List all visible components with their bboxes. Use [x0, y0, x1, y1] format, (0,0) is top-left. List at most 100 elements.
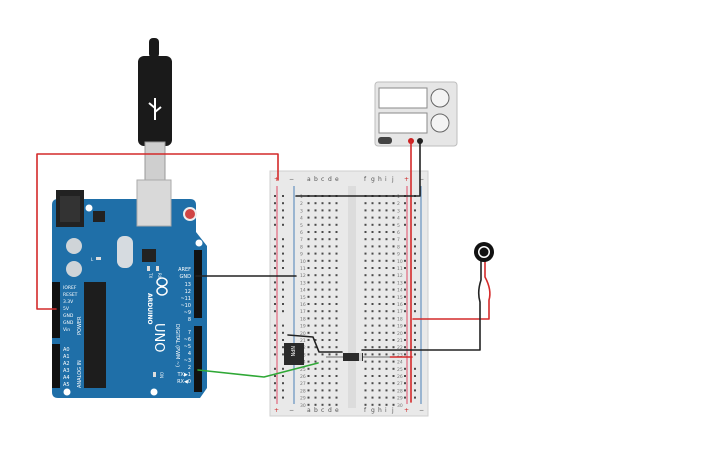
breadboard-hole[interactable] [371, 288, 374, 291]
breadboard-hole[interactable] [404, 346, 406, 349]
breadboard-hole[interactable] [364, 375, 367, 377]
breadboard-hole[interactable] [274, 389, 276, 392]
breadboard-hole[interactable] [385, 223, 388, 226]
breadboard-hole[interactable] [321, 295, 324, 298]
breadboard-hole[interactable] [307, 231, 310, 233]
breadboard-hole[interactable] [364, 310, 367, 313]
breadboard-hole[interactable] [321, 317, 324, 320]
breadboard-hole[interactable] [385, 238, 388, 241]
breadboard-hole[interactable] [328, 324, 331, 327]
breadboard-hole[interactable] [314, 223, 317, 226]
breadboard-hole[interactable] [328, 281, 331, 284]
breadboard-hole[interactable] [328, 331, 331, 334]
breadboard-hole[interactable] [282, 216, 284, 219]
breadboard-hole[interactable] [307, 252, 310, 255]
breadboard-hole[interactable] [378, 303, 381, 305]
breadboard-hole[interactable] [307, 367, 310, 370]
breadboard-hole[interactable] [314, 403, 317, 406]
breadboard-hole[interactable] [307, 331, 310, 334]
breadboard-hole[interactable] [385, 382, 388, 385]
breadboard-hole[interactable] [364, 281, 367, 284]
breadboard-hole[interactable] [364, 317, 367, 320]
breadboard-hole[interactable] [274, 303, 276, 305]
breadboard-hole[interactable] [404, 353, 406, 356]
breadboard-hole[interactable] [314, 353, 317, 356]
breadboard-hole[interactable] [404, 209, 406, 212]
breadboard-hole[interactable] [364, 389, 367, 392]
breadboard-hole[interactable] [414, 353, 416, 356]
breadboard-hole[interactable] [414, 382, 416, 385]
breadboard-hole[interactable] [328, 252, 331, 255]
breadboard-hole[interactable] [392, 317, 395, 320]
breadboard-hole[interactable] [404, 216, 406, 219]
breadboard-hole[interactable] [274, 245, 276, 248]
breadboard-hole[interactable] [392, 403, 395, 406]
breadboard-hole[interactable] [282, 331, 284, 334]
breadboard-hole[interactable] [335, 375, 338, 377]
breadboard-hole[interactable] [321, 231, 324, 233]
breadboard-hole[interactable] [378, 360, 381, 363]
breadboard-hole[interactable] [307, 216, 310, 219]
breadboard-hole[interactable] [378, 353, 381, 356]
breadboard-hole[interactable] [321, 389, 324, 392]
breadboard-hole[interactable] [378, 259, 381, 262]
breadboard-hole[interactable] [314, 375, 317, 377]
breadboard-hole[interactable] [282, 281, 284, 284]
breadboard-hole[interactable] [364, 245, 367, 248]
breadboard-hole[interactable] [414, 267, 416, 269]
breadboard-hole[interactable] [404, 295, 406, 298]
breadboard-hole[interactable] [321, 209, 324, 212]
breadboard-hole[interactable] [328, 389, 331, 392]
breadboard-hole[interactable] [364, 252, 367, 255]
breadboard-hole[interactable] [335, 331, 338, 334]
breadboard-hole[interactable] [385, 403, 388, 406]
breadboard-hole[interactable] [274, 288, 276, 291]
breadboard-hole[interactable] [282, 238, 284, 241]
breadboard-hole[interactable] [274, 324, 276, 327]
breadboard-hole[interactable] [314, 238, 317, 241]
breadboard-hole[interactable] [307, 403, 310, 406]
breadboard-hole[interactable] [328, 223, 331, 226]
breadboard-hole[interactable] [307, 310, 310, 313]
breadboard-hole[interactable] [335, 346, 338, 349]
breadboard-hole[interactable] [385, 274, 388, 277]
breadboard-hole[interactable] [282, 389, 284, 392]
breadboard-hole[interactable] [378, 396, 381, 399]
breadboard-hole[interactable] [371, 396, 374, 399]
breadboard-hole[interactable] [404, 367, 406, 370]
breadboard-hole[interactable] [307, 245, 310, 248]
breadboard-hole[interactable] [392, 238, 395, 241]
breadboard-hole[interactable] [335, 295, 338, 298]
breadboard-hole[interactable] [274, 331, 276, 334]
breadboard-hole[interactable] [282, 252, 284, 255]
breadboard-hole[interactable] [414, 259, 416, 262]
breadboard-hole[interactable] [321, 259, 324, 262]
breadboard-hole[interactable] [414, 281, 416, 284]
breadboard-hole[interactable] [282, 267, 284, 269]
breadboard-hole[interactable] [307, 223, 310, 226]
breadboard-hole[interactable] [364, 346, 367, 349]
breadboard-hole[interactable] [335, 339, 338, 341]
breadboard-hole[interactable] [307, 346, 310, 349]
breadboard-hole[interactable] [404, 396, 406, 399]
breadboard-hole[interactable] [274, 223, 276, 226]
breadboard-hole[interactable] [314, 295, 317, 298]
breadboard-hole[interactable] [335, 324, 338, 327]
breadboard-hole[interactable] [321, 216, 324, 219]
breadboard-hole[interactable] [371, 346, 374, 349]
breadboard-hole[interactable] [321, 396, 324, 399]
breadboard-hole[interactable] [414, 396, 416, 399]
breadboard-hole[interactable] [385, 375, 388, 377]
breadboard-hole[interactable] [404, 245, 406, 248]
breadboard-hole[interactable] [314, 346, 317, 349]
breadboard-hole[interactable] [371, 238, 374, 241]
breadboard-hole[interactable] [364, 382, 367, 385]
breadboard-hole[interactable] [335, 202, 338, 205]
breadboard-hole[interactable] [385, 295, 388, 298]
breadboard-hole[interactable] [385, 324, 388, 327]
breadboard-hole[interactable] [392, 360, 395, 363]
breadboard-hole[interactable] [364, 202, 367, 205]
breadboard-hole[interactable] [321, 353, 324, 356]
breadboard-hole[interactable] [371, 317, 374, 320]
breadboard-hole[interactable] [385, 346, 388, 349]
